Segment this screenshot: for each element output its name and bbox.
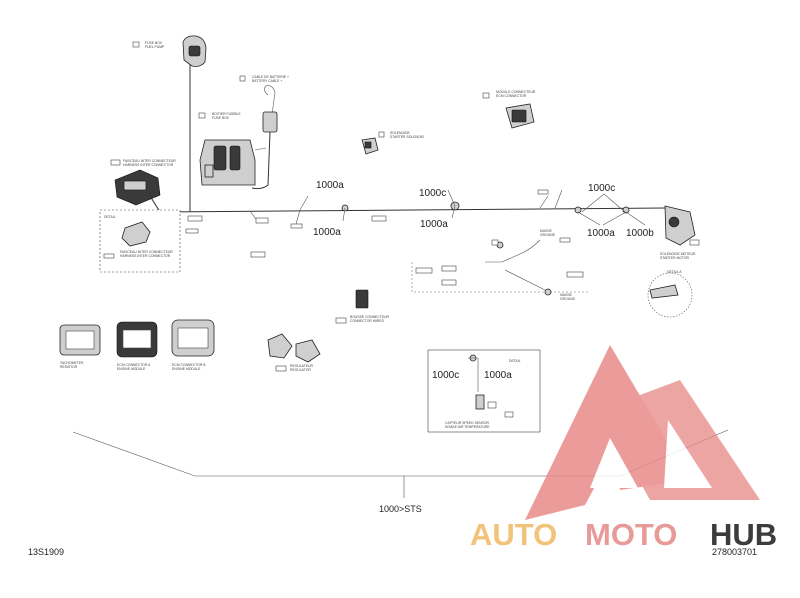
- svg-text:CABLE DE BATTERIE +: CABLE DE BATTERIE +: [252, 75, 289, 79]
- watermark-brand-auto: AUTO: [470, 517, 557, 552]
- ground-points: [341, 189, 646, 226]
- fuse-box: CABLE DE BATTERIE + BATTERY CABLE + BOIT…: [198, 75, 289, 190]
- svg-text:STARTER SOLENOID: STARTER SOLENOID: [390, 135, 425, 139]
- mass-ground: MASSE GROUND MASSE GROUND: [411, 229, 590, 301]
- svg-text:GROUND: GROUND: [540, 233, 556, 237]
- torque-label: 1000c: [419, 188, 446, 199]
- park-connector: BOUSSE CONNECTEUR CONNECTOR WIRES: [335, 289, 390, 324]
- svg-text:ENGINE MODULE: ENGINE MODULE: [172, 367, 201, 371]
- svg-text:FUSE BOX: FUSE BOX: [145, 41, 163, 45]
- svg-text:FUSE BOX: FUSE BOX: [212, 116, 230, 120]
- torque-label: 1000b: [626, 228, 654, 239]
- harness-connector: FAISCEAU INTER CONNECTEUR HARNESS INTER …: [99, 159, 181, 273]
- svg-text:DETAIL: DETAIL: [509, 359, 521, 363]
- svg-text:BOITIER FUSIBLE: BOITIER FUSIBLE: [212, 112, 241, 116]
- torque-label: 1000a: [587, 228, 615, 239]
- svg-text:BATTERY CABLE +: BATTERY CABLE +: [252, 79, 282, 83]
- svg-text:ECM CONNECTOR B: ECM CONNECTOR B: [172, 363, 206, 367]
- torque-label: 1000a: [420, 219, 448, 230]
- regulator: REGULATEUR REGULATOR: [267, 333, 321, 372]
- svg-text:DETAIL: DETAIL: [104, 215, 116, 219]
- svg-text:REGULATOR: REGULATOR: [290, 368, 311, 372]
- document-number: 13S1909: [28, 547, 64, 557]
- svg-text:GROUND: GROUND: [560, 297, 576, 301]
- torque-label: 1000c: [432, 370, 459, 381]
- svg-text:MODULE CONNECTEUR: MODULE CONNECTEUR: [496, 90, 536, 94]
- svg-text:FAISCEAU INTER CONNECTEUR: FAISCEAU INTER CONNECTEUR: [123, 159, 176, 163]
- part-number: 278003701: [712, 547, 757, 557]
- torque-label: 1000c: [588, 183, 615, 194]
- svg-text:CONNECTOR WIRES: CONNECTOR WIRES: [350, 319, 385, 323]
- watermark-brand-hub: HUB: [710, 517, 777, 552]
- fuel-pump-connector: FUSE BOX FUEL PUMP: [132, 35, 207, 67]
- svg-text:CAPTEUR SPEED SENSOR: CAPTEUR SPEED SENSOR: [445, 421, 489, 425]
- svg-text:BOUSSE CONNECTEUR: BOUSSE CONNECTEUR: [350, 315, 390, 319]
- svg-text:FUEL PUMP: FUEL PUMP: [145, 45, 165, 49]
- svg-text:ECM CONNECTOR: ECM CONNECTOR: [496, 94, 527, 98]
- svg-text:RESISTOR: RESISTOR: [60, 365, 78, 369]
- svg-text:ENGINE MODULE: ENGINE MODULE: [117, 367, 146, 371]
- svg-text:DETAIL A: DETAIL A: [667, 270, 682, 274]
- watermark-brand-moto: MOTO: [585, 517, 677, 552]
- svg-text:SOLENOIDE MOTEUR: SOLENOIDE MOTEUR: [660, 252, 696, 256]
- svg-text:HARNESS INTER CONNECTOR: HARNESS INTER CONNECTOR: [123, 163, 174, 167]
- svg-text:STARTER MOTOR: STARTER MOTOR: [660, 256, 690, 260]
- svg-text:FAISCEAU INTER CONNECTEUR: FAISCEAU INTER CONNECTEUR: [120, 250, 173, 254]
- starter-solenoid: SOLENOIDE STARTER SOLENOID: [361, 131, 425, 155]
- svg-text:INTAKE AIR TEMPERATURE: INTAKE AIR TEMPERATURE: [445, 425, 490, 429]
- svg-text:MASSE: MASSE: [540, 229, 553, 233]
- svg-text:TACHOMETER: TACHOMETER: [60, 361, 84, 365]
- svg-text:ECM CONNECTOR A: ECM CONNECTOR A: [117, 363, 151, 367]
- ecm-modules: TACHOMETER RESISTOR ECM CONNECTOR A ENGI…: [59, 319, 215, 371]
- torque-label: 1000a: [316, 180, 344, 191]
- svg-text:REGULATEUR: REGULATEUR: [290, 364, 313, 368]
- sensor-detail: DETAIL CAPTEUR SPEED SENSOR INTAKE AIR T…: [427, 349, 541, 433]
- svg-text:HARNESS INTER CONNECTOR: HARNESS INTER CONNECTOR: [120, 254, 171, 258]
- starter-motor: SOLENOIDE MOTEUR STARTER MOTOR DETAIL A: [647, 205, 700, 318]
- ecm-connector: MODULE CONNECTEUR ECM CONNECTOR: [482, 90, 536, 129]
- watermark-logo: [525, 345, 760, 520]
- svg-text:SOLENOIDE: SOLENOIDE: [390, 131, 411, 135]
- svg-text:MASSE: MASSE: [560, 293, 573, 297]
- sts-label: 1000>STS: [379, 504, 422, 514]
- torque-label: 1000a: [484, 370, 512, 381]
- torque-label: 1000a: [313, 227, 341, 238]
